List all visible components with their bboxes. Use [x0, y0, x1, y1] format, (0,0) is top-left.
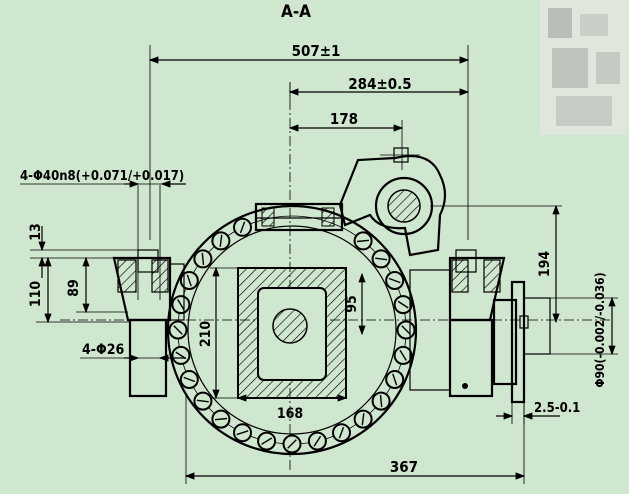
roller-pin — [186, 274, 192, 287]
roller-pin — [239, 221, 246, 234]
dim-bottom-width: 367 — [390, 458, 418, 476]
roller-pin — [287, 439, 297, 449]
roller-pin — [214, 417, 227, 421]
right-dimensions — [184, 204, 618, 484]
dim-shaft-diameter: Φ90(-0.002/-0.036) — [593, 272, 607, 387]
dim-box-inner-width: 168 — [277, 406, 303, 422]
roller-pin — [177, 299, 185, 311]
roller-pin — [338, 426, 345, 439]
roller-pin — [219, 234, 223, 247]
roller-pin — [261, 437, 273, 445]
roller-pin — [173, 325, 183, 335]
roller-pin — [399, 349, 407, 361]
dim-shaft-height: 194 — [537, 251, 553, 278]
roller-pin — [361, 413, 365, 426]
dim-bolt-holes-bottom: 4-Φ26 — [82, 342, 124, 358]
roller-pin — [201, 252, 205, 265]
dim-flange-thickness: 13 — [28, 223, 44, 241]
roller-pin — [392, 373, 398, 386]
section-title: A-A — [281, 2, 311, 22]
dim-top-width: 178 — [330, 110, 358, 128]
roller-pin — [357, 239, 370, 243]
roller-pin — [313, 435, 322, 447]
roller-pin — [236, 430, 249, 436]
roller-pin — [388, 277, 401, 284]
dim-bolt-holes-top: 4-Φ40n8(+0.071/+0.017) — [20, 169, 184, 184]
dim-offset-width: 284±0.5 — [348, 75, 411, 93]
blurred-region — [540, 0, 629, 135]
gear-ring — [166, 204, 418, 456]
center-dimensions — [210, 266, 366, 402]
right-base — [409, 249, 506, 398]
roller-pin — [379, 395, 383, 408]
dim-base-height-inner: 89 — [66, 279, 82, 297]
output-flange — [492, 280, 551, 404]
roller-pin — [397, 300, 409, 309]
top-dimensions — [148, 45, 470, 240]
roller-chain — [168, 217, 416, 454]
roller-pin — [375, 257, 388, 261]
left-dimensions — [20, 180, 186, 362]
dim-flange-offset: 2.5-0.1 — [534, 401, 580, 416]
dim-overall-width: 507±1 — [292, 42, 341, 60]
roller-pin — [401, 325, 411, 335]
dim-box-height: 210 — [198, 321, 214, 348]
dim-box-inner-height: 95 — [344, 295, 360, 313]
inner-box — [237, 267, 347, 399]
dim-base-height-outer: 110 — [28, 281, 44, 308]
roller-pin — [196, 399, 209, 403]
roller-pin — [183, 376, 196, 383]
